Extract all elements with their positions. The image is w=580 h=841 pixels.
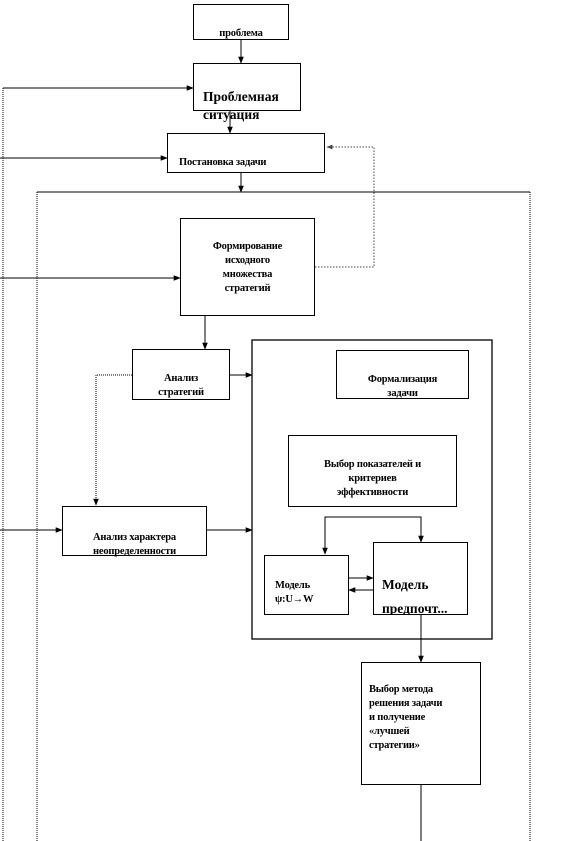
subsystem-frame <box>251 339 493 640</box>
criteria-choice-box: Выбор показателей и критериев эффективно… <box>288 435 457 507</box>
method-choice-label: Выбор метода решения задачи и получение … <box>369 684 443 751</box>
problem-label: проблема <box>219 28 263 39</box>
problem-situation-box: Проблемная ситуация <box>193 63 301 122</box>
preference-model-label: Модель предпочт... <box>382 577 448 615</box>
strategy-analysis-box: Анализ стратегий <box>132 349 230 400</box>
criteria-choice-label: Выбор показателей и критериев эффективно… <box>324 459 421 498</box>
problem-situation-label: Проблемная ситуация <box>203 89 279 122</box>
formalization-box: Формализация задачи <box>336 350 469 399</box>
formalization-label: Формализация задачи <box>367 374 438 399</box>
dotted-feedback-initial-to-task <box>315 144 375 268</box>
model-psi-box: Модель ψ:U→W <box>264 555 349 615</box>
model-psi-label: Модель ψ:U→W <box>275 580 314 605</box>
arrow-analysis-to-uncertainty <box>93 374 132 506</box>
task-statement-box: Постановка задачи <box>167 133 325 173</box>
preference-model-box: Модель предпочт... <box>373 542 468 615</box>
initial-set-box: Формирование исходного множества стратег… <box>180 218 315 316</box>
initial-set-label: Формирование исходного множества стратег… <box>212 241 283 294</box>
loop-top <box>324 516 424 552</box>
strategy-analysis-label: Анализ стратегий <box>158 373 204 398</box>
method-choice-box: Выбор метода решения задачи и получение … <box>361 662 481 785</box>
task-statement-label: Постановка задачи <box>179 157 267 168</box>
uncertainty-analysis-label: Анализ характера неопределенности <box>93 532 176 557</box>
problem-box: проблема <box>193 4 289 40</box>
uncertainty-analysis-box: Анализ характера неопределенности <box>62 506 207 557</box>
